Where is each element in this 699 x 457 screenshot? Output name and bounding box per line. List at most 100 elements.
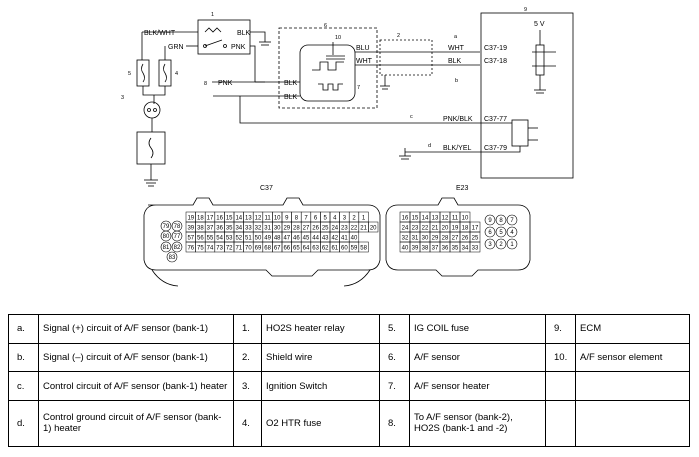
legend-text: Signal (–) circuit of A/F sensor (bank-1…	[38, 342, 234, 373]
callout: a	[454, 34, 458, 40]
legend-text: IG COIL fuse	[409, 314, 546, 344]
callout: 9	[524, 7, 527, 13]
pin-number: 39	[187, 226, 194, 232]
legend-key: 7.	[379, 371, 410, 401]
pin-number: 38	[197, 226, 204, 232]
wire-label: GRN	[168, 44, 184, 51]
pin-number: 16	[402, 216, 409, 222]
callout: 3	[121, 95, 124, 101]
pin-number: 76	[187, 246, 194, 252]
pin-number: 52	[235, 236, 242, 242]
pin-number: 49	[264, 236, 271, 242]
pin-number: 17	[207, 216, 214, 222]
round-pin	[495, 238, 507, 250]
legend-key: 5.	[379, 314, 410, 344]
legend-text: A/F sensor element	[575, 342, 690, 373]
pin-cell	[358, 241, 369, 253]
heater-relay-box	[197, 19, 251, 55]
pin-number: 15	[412, 216, 419, 222]
pin-cell	[469, 241, 481, 253]
pin-number: 35	[452, 246, 459, 252]
pin-number: 75	[197, 246, 204, 252]
ecm-voltage-label: 5 V	[534, 21, 545, 28]
pin-number: 30	[422, 236, 429, 242]
pin-number: 34	[235, 226, 242, 232]
pin-number: 73	[216, 246, 223, 252]
pin-number: 62	[322, 246, 329, 252]
legend-text: A/F sensor	[409, 342, 546, 373]
callout: 4	[175, 71, 178, 77]
pin-number: 1	[362, 216, 366, 222]
pin-number: 37	[207, 226, 214, 232]
pin-number: 78	[174, 224, 181, 230]
pin-number: 38	[422, 246, 429, 252]
pin-number: 44	[312, 236, 319, 242]
pin-number: 11	[264, 216, 271, 222]
callout: 2	[397, 33, 400, 39]
pin-number: 45	[303, 236, 310, 242]
pin-number: 59	[351, 246, 358, 252]
callout: 6	[324, 23, 327, 29]
pin-number: 33	[472, 246, 479, 252]
callout: 1	[211, 12, 214, 18]
pin-number: 65	[293, 246, 300, 252]
pin-number: 5	[324, 216, 328, 222]
c37-title: C37	[260, 185, 273, 192]
pin-number: 34	[462, 246, 469, 252]
terminal-label: C37-18	[484, 58, 507, 65]
pin-number: 40	[402, 246, 409, 252]
pin-number: 39	[412, 246, 419, 252]
legend-text: A/F sensor heater	[409, 371, 546, 401]
callout: 8	[204, 81, 207, 87]
ecm-box	[480, 12, 574, 179]
legend-text: To A/F sensor (bank-2), HO2S (bank-1 and…	[409, 399, 546, 448]
wire-label: WHT	[356, 58, 373, 65]
round-pin	[484, 226, 496, 238]
af-sensor-element	[299, 44, 356, 102]
pin-number: 7	[304, 216, 308, 222]
pin-number: 27	[452, 236, 459, 242]
legend-key: b.	[8, 342, 39, 373]
round-pin	[506, 226, 518, 238]
terminal-label: C37-79	[484, 145, 507, 152]
terminal-label: C37-77	[484, 116, 507, 123]
legend-text	[575, 371, 690, 401]
round-pin	[171, 241, 183, 253]
pin-number: 4	[333, 216, 337, 222]
pin-number: 54	[216, 236, 223, 242]
pin-number: 68	[264, 246, 271, 252]
pin-number: 26	[462, 236, 469, 242]
wire-label: WHT	[448, 45, 465, 52]
legend-key: 2.	[233, 342, 262, 373]
pin-number: 8	[499, 218, 503, 224]
round-pin	[166, 251, 178, 263]
wire-label: PNK	[231, 44, 246, 51]
wire-label: BLK	[284, 80, 298, 87]
pin-number: 31	[264, 226, 271, 232]
pin-number: 36	[442, 246, 449, 252]
pin-number: 12	[255, 216, 262, 222]
legend-row: c.Control circuit of A/F sensor (bank-1)…	[8, 371, 690, 401]
round-pin	[506, 238, 518, 250]
pin-number: 8	[295, 216, 299, 222]
callout: 7	[357, 85, 360, 91]
pin-number: 14	[422, 216, 429, 222]
pin-number: 1	[510, 242, 514, 248]
callout: b	[455, 78, 458, 84]
pin-number: 56	[197, 236, 204, 242]
pin-number: 21	[432, 226, 439, 232]
pin-number: 4	[510, 230, 514, 236]
legend-text: Signal (+) circuit of A/F sensor (bank-1…	[38, 314, 234, 344]
c37-connector	[143, 197, 381, 277]
legend-key: d.	[8, 399, 39, 448]
pin-number: 25	[322, 226, 329, 232]
pin-number: 29	[432, 236, 439, 242]
pin-number: 30	[274, 226, 281, 232]
pin-number: 23	[412, 226, 419, 232]
wire-label: BLU	[356, 45, 370, 52]
pin-number: 32	[402, 236, 409, 242]
pin-number: 7	[510, 218, 514, 224]
pin-number: 10	[462, 216, 469, 222]
pin-number: 18	[462, 226, 469, 232]
